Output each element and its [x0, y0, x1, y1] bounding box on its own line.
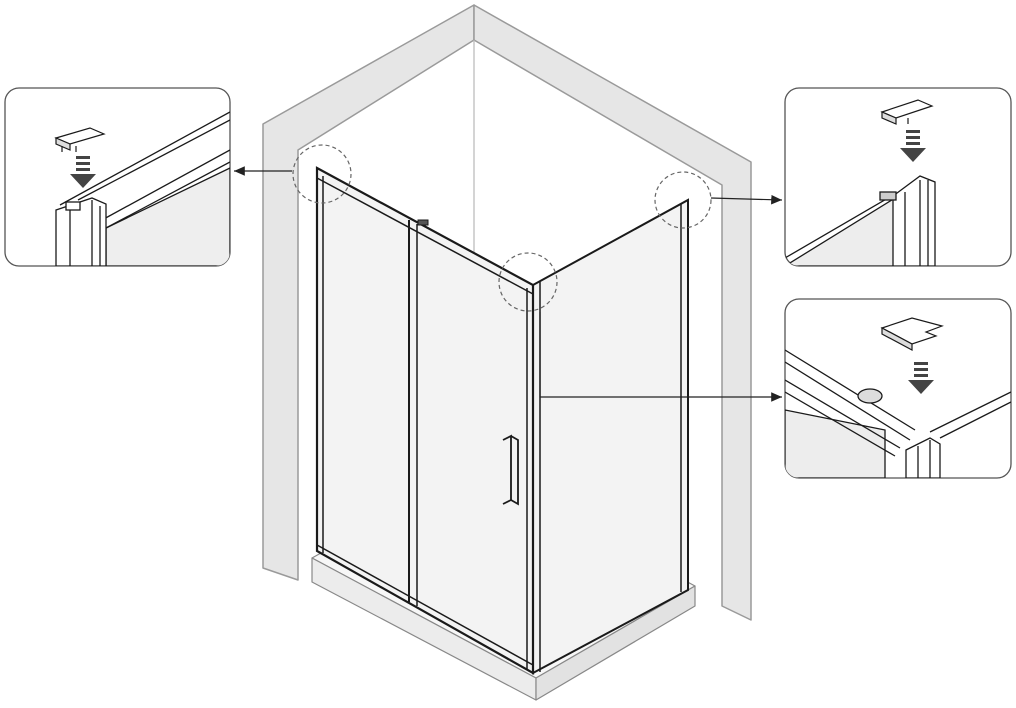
callout-circles [292, 144, 712, 312]
door-handle [502, 434, 519, 506]
arrow-down-icon [900, 130, 926, 162]
callout-circle-left [292, 144, 352, 204]
leader-lines [234, 166, 783, 402]
callout-circle-right [654, 171, 712, 229]
front-sliding-door [315, 166, 535, 675]
callout-circle-corner [498, 252, 558, 312]
detail-view-frame-cap [4, 87, 231, 267]
arrow-right-icon [710, 194, 783, 205]
end-cap-icon [54, 127, 106, 152]
detail-view-wall-cap [784, 87, 1012, 267]
arrow-down-icon [908, 362, 934, 394]
detail-view-corner-cap [784, 298, 1012, 479]
side-glass-panel [532, 198, 689, 675]
end-cap-icon [880, 99, 934, 125]
end-cap-icon [880, 317, 944, 351]
arrow-right-icon [539, 312, 782, 402]
arrow-down-icon [70, 156, 96, 188]
